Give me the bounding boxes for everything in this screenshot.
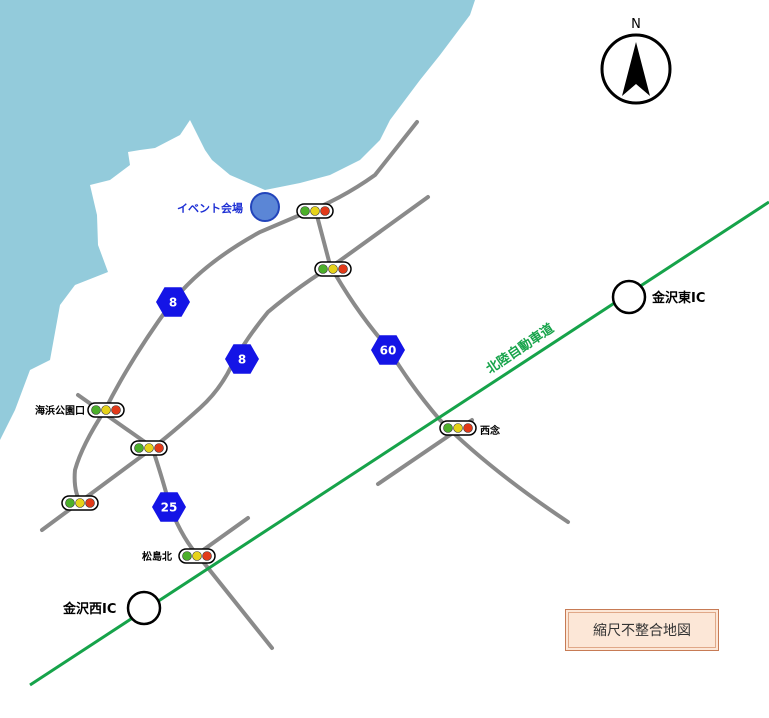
venue-marker-icon: [250, 192, 280, 222]
traffic-signal-icon: [439, 420, 477, 436]
route-number: 60: [380, 344, 397, 358]
interchange-east[interactable]: 金沢東IC: [611, 279, 705, 315]
interchange-circle: [126, 590, 162, 626]
notice-text: 縮尺不整合地図: [593, 623, 691, 639]
compass-north-label: N: [631, 17, 641, 32]
event-venue[interactable]: イベント会場: [177, 192, 280, 222]
compass: N: [600, 17, 672, 105]
traffic-signal-icon: [314, 261, 352, 277]
traffic-signal-icon: [87, 402, 125, 418]
traffic-signal-icon: [178, 548, 216, 564]
route-shield-r60: 60: [371, 335, 405, 365]
venue-label: イベント会場: [177, 201, 243, 215]
interchange-west[interactable]: 金沢西IC: [62, 590, 162, 626]
route-shield-upper_8: 8: [156, 287, 190, 317]
route-shield-r25: 25: [152, 492, 186, 522]
sea: [0, 0, 475, 440]
route-number: 8: [169, 296, 177, 310]
north-arrow-icon: [622, 42, 650, 96]
traffic-signal-icon: [130, 440, 168, 456]
interchange-east-label: 金沢東IC: [651, 290, 705, 306]
intersection-label-sainen: 西念: [480, 424, 500, 437]
route-number: 25: [161, 501, 178, 515]
map-notice: 縮尺不整合地図: [565, 609, 719, 651]
route-shield-lower_8: 8: [225, 344, 259, 374]
interchange-circle: [611, 279, 647, 315]
intersection-label-matsushima: 松島北: [142, 550, 172, 563]
intersection-label-kaihin: 海浜公園口: [35, 404, 85, 417]
interchange-west-label: 金沢西IC: [62, 601, 116, 617]
traffic-signal-icon: [61, 495, 99, 511]
traffic-signal-icon: [296, 203, 334, 219]
route-number: 8: [238, 353, 246, 367]
road-route-60: [314, 210, 570, 524]
